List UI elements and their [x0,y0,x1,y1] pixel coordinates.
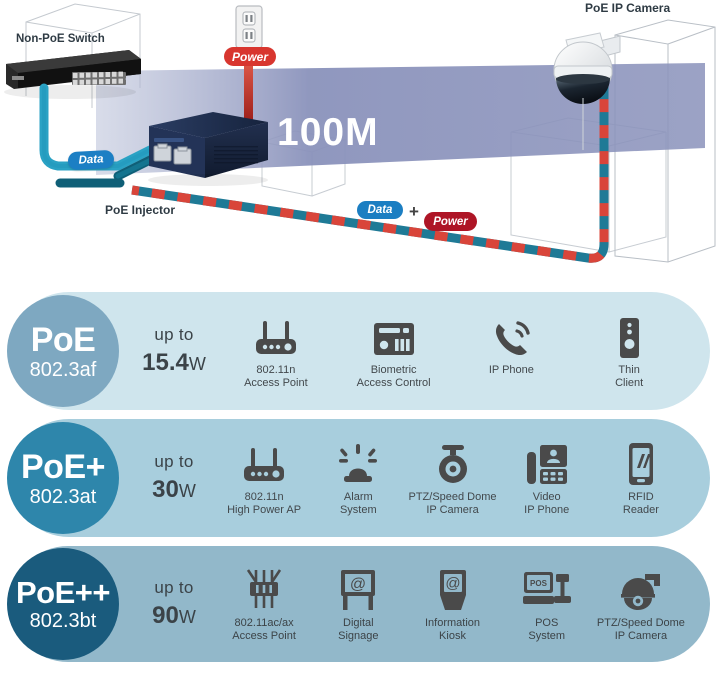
device-item: 802.11n High Power AP [217,440,311,517]
device-item: RFID Reader [594,440,688,517]
power-rating-af: up to 15.4W [131,325,217,376]
device-caption: PTZ/Speed Dome IP Camera [408,490,497,516]
ptz-dome-camera-icon [618,566,664,612]
wifi-router-icon [241,440,287,486]
device-item: 802.11n Access Point [217,313,335,390]
wifi-router-icon [253,313,299,359]
information-kiosk-icon: @ [435,566,471,612]
poe-ip-camera-device [553,32,621,150]
device-caption: 802.11ac/ax Access Point [232,616,296,642]
device-caption: Biometric Access Control [356,363,431,389]
device-item: IP Phone [453,313,571,377]
power-badge-top: Power [224,47,276,66]
device-caption: Thin Client [615,363,644,389]
alarm-siren-icon [335,440,381,486]
device-caption: 802.11n High Power AP [227,490,302,516]
device-list-bt: 802.11ac/ax Access Point @ Digital Signa… [217,566,710,643]
network-topology-diagram: Non-PoE Switch PoE Injector PoE IP Camer… [0,0,720,292]
digital-signage-icon: @ [336,566,380,612]
distance-label: 100M [277,111,379,154]
data-badge-mid: Data [357,201,403,219]
poe-name: PoE++ [16,575,111,610]
poe-standard: 802.3af [29,358,97,381]
poe-band-802-3af: PoE 802.3af up to 15.4W 802.11n Access P… [7,292,710,410]
data-cable [39,83,158,188]
device-caption: 802.11n Access Point [244,363,308,389]
device-item: Biometric Access Control [335,313,453,390]
svg-text:@: @ [445,575,460,592]
poe-injector-device [148,112,268,186]
poe-band-802-3bt: PoE++ 802.3bt up to 90W [7,546,710,662]
device-item: PTZ/Speed Dome IP Camera [405,440,499,517]
poe-injector-label: PoE Injector [105,203,176,217]
rj45-ports [153,143,192,165]
power-outlet [235,5,263,49]
device-item: POS POS System [500,566,594,643]
device-list-af: 802.11n Access Point Biometric Access Co… [217,313,710,390]
poe-standard: 802.3bt [29,610,97,632]
poe-name: PoE+ [21,447,105,486]
device-item: Alarm System [311,440,405,517]
device-caption: PTZ/Speed Dome IP Camera [596,616,685,642]
power-rating-bt: up to 90W [131,578,217,629]
rfid-reader-icon [625,440,657,486]
topology-illustration [4,3,716,263]
up-to-label: up to [154,578,194,598]
non-poe-switch-label: Non-PoE Switch [16,33,105,45]
poe-standard: 802.3at [29,485,97,508]
ip-phone-icon [490,313,532,359]
thin-client-icon [614,313,644,359]
device-caption: POS System [528,616,566,642]
up-to-label: up to [154,452,194,472]
poe-name: PoE [30,320,96,359]
power-unit: W [178,480,196,501]
poe-standards-comparison: PoE 802.3af up to 15.4W 802.11n Access P… [0,292,720,681]
data-badge-left: Data [67,149,115,171]
poe-combined-cable [131,60,609,263]
power-unit: W [178,606,196,627]
device-item: PTZ/Speed Dome IP Camera [594,566,688,643]
svg-text:@: @ [350,576,366,593]
biometric-access-control-icon [372,313,416,359]
poe-badge-at: PoE+ 802.3at [7,422,119,534]
poe-badge-af: PoE 802.3af [7,295,119,407]
power-rating-at: up to 30W [131,452,217,503]
device-list-at: 802.11n High Power AP Alarm System [217,440,710,517]
power-cable [244,60,253,122]
video-ip-phone-icon [525,440,569,486]
device-caption: Digital Signage [338,616,379,642]
poe-band-802-3at: PoE+ 802.3at up to 30W 802.11n High Powe… [7,419,710,537]
power-badge-mid: Power [424,212,477,231]
pos-system-icon: POS [522,566,571,612]
device-caption: Alarm System [339,490,377,516]
device-item: 802.11ac/ax Access Point [217,566,311,643]
power-value: 15.4 [142,348,189,376]
pos-screen-label: POS [530,579,548,588]
up-to-label: up to [154,325,194,345]
device-caption: RFID Reader [622,490,659,516]
ptz-dome-camera-icon [431,440,475,486]
device-item: Thin Client [570,313,688,390]
poe-badge-bt: PoE++ 802.3bt [7,548,119,660]
power-unit: W [188,353,206,374]
device-caption: IP Phone [488,363,534,376]
power-value: 30 [152,475,179,503]
plus-symbol: + [409,202,419,221]
wifi6-access-point-icon [242,566,286,612]
device-item: @ Digital Signage [311,566,405,643]
device-item: Video IP Phone [500,440,594,517]
device-caption: Video IP Phone [524,490,570,516]
device-caption: Information Kiosk [424,616,481,642]
device-item: @ Information Kiosk [405,566,499,643]
power-value: 90 [152,601,179,629]
wireframe-building-right [614,19,716,263]
non-poe-switch-device [4,50,141,99]
poe-ip-camera-label: PoE IP Camera [585,1,671,15]
